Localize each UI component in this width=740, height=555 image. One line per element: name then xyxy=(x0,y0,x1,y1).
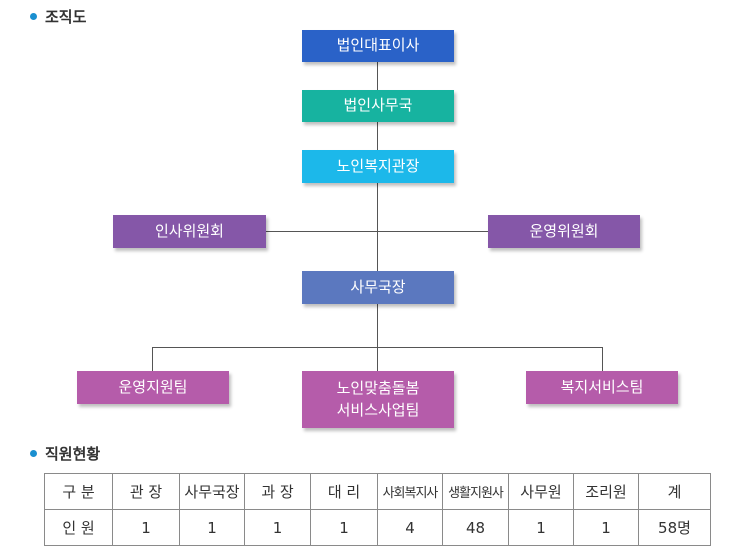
table-header-cell: 조리원 xyxy=(573,473,639,510)
connector-team-right xyxy=(602,347,603,371)
table-header-cell: 계 xyxy=(638,473,711,510)
operation-committee-label: 운영위원회 xyxy=(529,221,599,240)
org-chart-title-text: 조직도 xyxy=(45,8,87,26)
table-header-cell: 관 장 xyxy=(112,473,180,510)
table-cell: 1 xyxy=(573,509,639,546)
team-custom-care-label-line1: 노인맞춤돌봄 xyxy=(336,378,420,397)
table-cell: 1 xyxy=(244,509,311,546)
staff-table-header-row: 구 분 관 장 사무국장 과 장 대 리 사회복지사 생활지원사 사무원 조리원… xyxy=(44,473,711,510)
team-operation-support-label: 운영지원팀 xyxy=(118,377,188,396)
table-cell: 1 xyxy=(112,509,180,546)
bullet-icon xyxy=(30,450,37,457)
office-manager-label: 사무국장 xyxy=(350,277,406,296)
bullet-icon xyxy=(30,13,37,20)
secretariat-box: 법인사무국 xyxy=(302,90,454,122)
table-header-cell: 사무국장 xyxy=(179,473,245,510)
table-cell: 48 xyxy=(442,509,509,546)
team-welfare-service-box: 복지서비스팀 xyxy=(526,371,678,404)
office-manager-box: 사무국장 xyxy=(302,271,454,304)
director-label: 노인복지관장 xyxy=(336,156,420,175)
team-custom-care-box: 노인맞춤돌봄 서비스사업팀 xyxy=(302,371,454,428)
table-header-cell: 구 분 xyxy=(44,473,113,510)
table-header-cell: 생활지원사 xyxy=(442,473,509,510)
team-welfare-service-label: 복지서비스팀 xyxy=(560,377,644,396)
table-cell: 1 xyxy=(310,509,378,546)
table-cell: 4 xyxy=(377,509,443,546)
table-header-cell: 과 장 xyxy=(244,473,311,510)
connector-committees xyxy=(266,231,488,232)
table-cell: 1 xyxy=(508,509,574,546)
staff-table: 구 분 관 장 사무국장 과 장 대 리 사회복지사 생활지원사 사무원 조리원… xyxy=(44,473,711,546)
table-header-cell: 대 리 xyxy=(310,473,378,510)
personnel-committee-label: 인사위원회 xyxy=(154,221,224,240)
connector-team-center xyxy=(377,347,378,371)
connector-vertical-main xyxy=(377,62,378,347)
representative-box: 법인대표이사 xyxy=(302,30,454,62)
secretariat-label: 법인사무국 xyxy=(343,96,413,115)
personnel-committee-box: 인사위원회 xyxy=(113,215,266,248)
director-box: 노인복지관장 xyxy=(302,150,454,183)
staff-title-text: 직원현황 xyxy=(45,445,101,463)
table-header-cell: 사무원 xyxy=(508,473,574,510)
operation-committee-box: 운영위원회 xyxy=(488,215,640,248)
team-operation-support-box: 운영지원팀 xyxy=(77,371,229,404)
team-custom-care-label-line2: 서비스사업팀 xyxy=(336,400,420,419)
staff-section-title: 직원현황 xyxy=(30,443,100,464)
table-header-cell: 사회복지사 xyxy=(377,473,443,510)
connector-team-left xyxy=(152,347,153,371)
table-cell: 58명 xyxy=(638,509,711,546)
table-cell: 1 xyxy=(179,509,245,546)
representative-label: 법인대표이사 xyxy=(336,36,420,55)
org-chart-section-title: 조직도 xyxy=(30,6,86,27)
staff-table-count-row: 인 원 1 1 1 1 4 48 1 1 58명 xyxy=(44,509,711,546)
table-cell: 인 원 xyxy=(44,509,113,546)
